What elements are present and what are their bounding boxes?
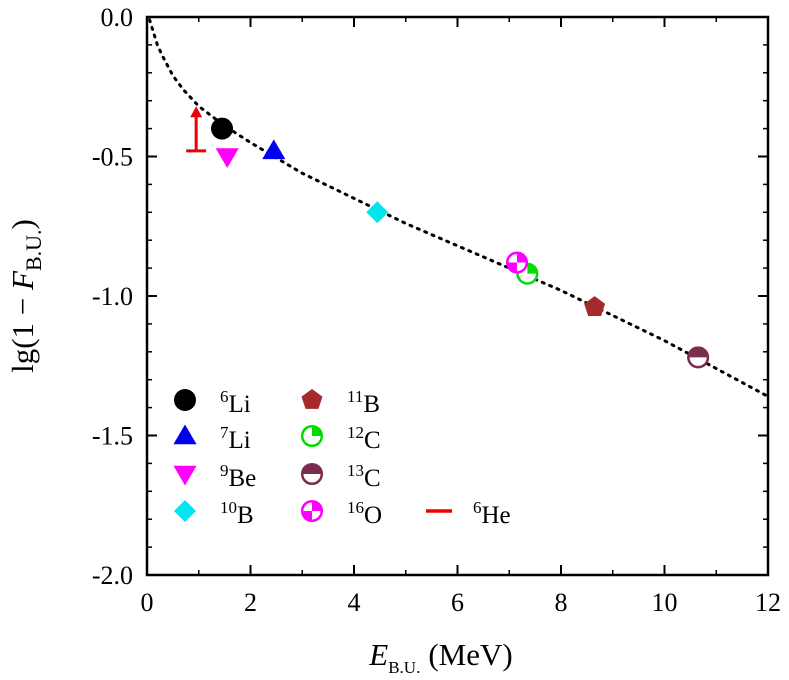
fit-curve-layer [148, 18, 770, 398]
legend-mass-number: 10 [220, 498, 237, 517]
fit-curve [148, 18, 770, 398]
x-tick-label: 8 [555, 588, 568, 617]
legend-element-name: B [363, 391, 380, 418]
x-axis-label: EB.U.(MeV) [368, 637, 512, 677]
x-tick-label: 10 [652, 588, 678, 617]
legend-item-6Li: 6Li [174, 387, 251, 418]
legend-mass-number: 13 [347, 461, 364, 480]
legend-item-6He: 6He [426, 498, 511, 529]
x-tick-label: 4 [348, 588, 361, 617]
legend-mass-number: 6 [220, 387, 229, 406]
x-tick-label: 0 [141, 588, 154, 617]
legend-mass-number: 7 [220, 423, 229, 442]
series-6He [186, 106, 207, 153]
legend-item-13C: 13C [300, 461, 381, 492]
legend-label: 6He [473, 498, 511, 529]
point-marker [584, 296, 606, 317]
series-6Li [211, 117, 234, 140]
x-tick-label: 6 [451, 588, 464, 617]
legend-element-name: C [364, 465, 381, 492]
point-marker [301, 389, 323, 409]
point-marker-fill [527, 263, 538, 274]
legend-element-name: B [237, 502, 254, 529]
legend-element-name: Li [229, 427, 251, 454]
point-marker [173, 424, 197, 445]
y-tick-label: -0.5 [92, 143, 133, 172]
y-axis-label: lg(1 − FB.U.) [5, 219, 46, 373]
series-11B [584, 296, 606, 317]
point-marker [211, 117, 234, 140]
legend-mass-number: 11 [347, 387, 363, 406]
legend-element-name: He [482, 502, 511, 529]
y-tick-label: -2.0 [92, 561, 133, 590]
point-marker-fill [312, 426, 322, 436]
legend-item-10B: 10B [174, 498, 254, 529]
data-points-layer [186, 106, 710, 369]
legend-label: 16O [347, 498, 382, 529]
legend-item-16O: 16O [300, 498, 382, 529]
legend-element-name: O [364, 502, 382, 529]
point-marker-fill [302, 511, 312, 521]
point-marker [215, 148, 239, 169]
point-marker-fill [302, 464, 322, 474]
point-marker [366, 201, 389, 224]
y-tick-label: -1.0 [92, 282, 133, 311]
series-10B [366, 201, 389, 224]
point-marker [262, 139, 286, 160]
legend-element-name: Be [229, 465, 257, 492]
legend-label: 12C [347, 423, 381, 454]
series-16O [505, 251, 529, 274]
legend-label: 10B [220, 498, 254, 529]
legend-label: 9Be [220, 461, 256, 492]
point-marker [174, 500, 196, 522]
series-13C [687, 346, 710, 369]
legend-item-12C: 12C [300, 423, 381, 454]
legend-label: 11B [347, 387, 380, 418]
point-marker-fill [688, 347, 708, 358]
legend-mass-number: 16 [347, 498, 364, 517]
x-tick-label: 2 [244, 588, 257, 617]
legend-element-name: C [364, 427, 381, 454]
legend-item-7Li: 7Li [173, 423, 251, 454]
point-marker [174, 389, 196, 411]
legend-item-11B: 11B [301, 387, 380, 418]
legend-element-name: Li [229, 391, 251, 418]
legend-mass-number: 6 [473, 498, 482, 517]
point-marker-fill [507, 262, 518, 273]
limit-arrow-head [190, 106, 203, 118]
series-7Li [262, 139, 286, 160]
legend-label: 13C [347, 461, 381, 492]
x-tick-label: 12 [755, 588, 781, 617]
legend-label: 6Li [220, 387, 251, 418]
point-marker-fill [312, 501, 322, 511]
legend-mass-number: 9 [220, 461, 229, 480]
axis-ticks: 0 2 4 6 8 10 12 0.0 -0.5 -1.0 -1.5 -2.0 [92, 3, 781, 617]
series-9Be [215, 148, 239, 169]
legend-mass-number: 12 [347, 423, 364, 442]
y-tick-label: -1.5 [92, 422, 133, 451]
legend-item-9Be: 9Be [173, 461, 256, 492]
point-marker-fill [517, 252, 527, 263]
point-marker [173, 465, 197, 486]
legend-label: 7Li [220, 423, 251, 454]
y-tick-label: 0.0 [101, 3, 134, 32]
